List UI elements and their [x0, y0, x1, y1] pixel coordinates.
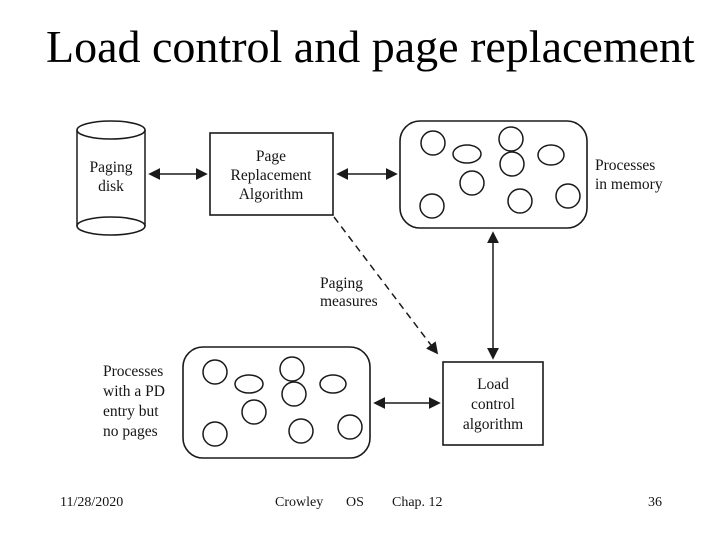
processes-no-pages-label-line1: Processes [103, 363, 163, 380]
paging-disk-label-line2: disk [98, 178, 124, 195]
process-blob [555, 183, 581, 209]
process-blob [419, 193, 445, 219]
process-blob [420, 130, 446, 156]
load-control-box: Load control algorithm [442, 361, 544, 446]
paging-measures-label-line1: Paging [320, 275, 363, 292]
paging-measures-label: Paging measures [320, 275, 378, 310]
process-blob [241, 399, 267, 425]
processes-in-memory-rect [399, 120, 588, 229]
footer-chapter: Chap. 12 [392, 495, 443, 510]
processes-no-pages-rect [182, 346, 371, 459]
page-replacement-label-line3: Algorithm [239, 186, 304, 203]
processes-no-pages-label-line3: entry but [103, 403, 159, 420]
dashed-arrow-paging-measures [333, 216, 439, 355]
processes-no-pages-group: Processes with a PD entry but no pages [103, 346, 371, 459]
paging-measures-label-line2: measures [320, 293, 378, 310]
process-blob [281, 381, 307, 407]
process-blob [234, 374, 264, 394]
paging-disk-label-line1: Paging [89, 159, 132, 176]
load-control-label-line1: Load [477, 376, 509, 393]
load-control-label-line2: control [471, 396, 515, 413]
cylinder-bottom-ellipse [76, 216, 146, 236]
page-replacement-label-line2: Replacement [231, 167, 313, 184]
process-blob [337, 414, 363, 440]
process-blob [507, 188, 533, 214]
load-control-label-line3: algorithm [463, 416, 523, 433]
processes-in-memory-group: Processes in memory [399, 120, 663, 229]
processes-in-memory-label-line2: in memory [595, 176, 663, 193]
process-blob [319, 374, 347, 394]
process-blob [452, 144, 482, 164]
processes-no-pages-label-line4: no pages [103, 423, 158, 440]
slide-title: Load control and page replacement [46, 21, 695, 72]
process-blob [498, 126, 524, 152]
process-blob [459, 170, 485, 196]
process-blob [202, 421, 228, 447]
cylinder-top-ellipse [76, 120, 146, 140]
processes-no-pages-label-line2: with a PD [103, 383, 165, 400]
footer-page-number: 36 [648, 495, 662, 510]
process-blob [499, 151, 525, 177]
processes-in-memory-label-line1: Processes [595, 157, 655, 174]
paging-disk-cylinder: Paging disk [76, 120, 146, 236]
footer-course: OS [346, 495, 364, 510]
page-replacement-label-line1: Page [256, 148, 286, 165]
page-replacement-box: Page Replacement Algorithm [209, 132, 334, 216]
page-replacement-rect [209, 132, 334, 216]
process-blob [279, 356, 305, 382]
process-blob [202, 359, 228, 385]
load-control-rect [442, 361, 544, 446]
process-blob [288, 418, 314, 444]
footer-author: Crowley [275, 495, 324, 510]
process-blob [537, 144, 565, 166]
footer-date: 11/28/2020 [60, 495, 124, 510]
